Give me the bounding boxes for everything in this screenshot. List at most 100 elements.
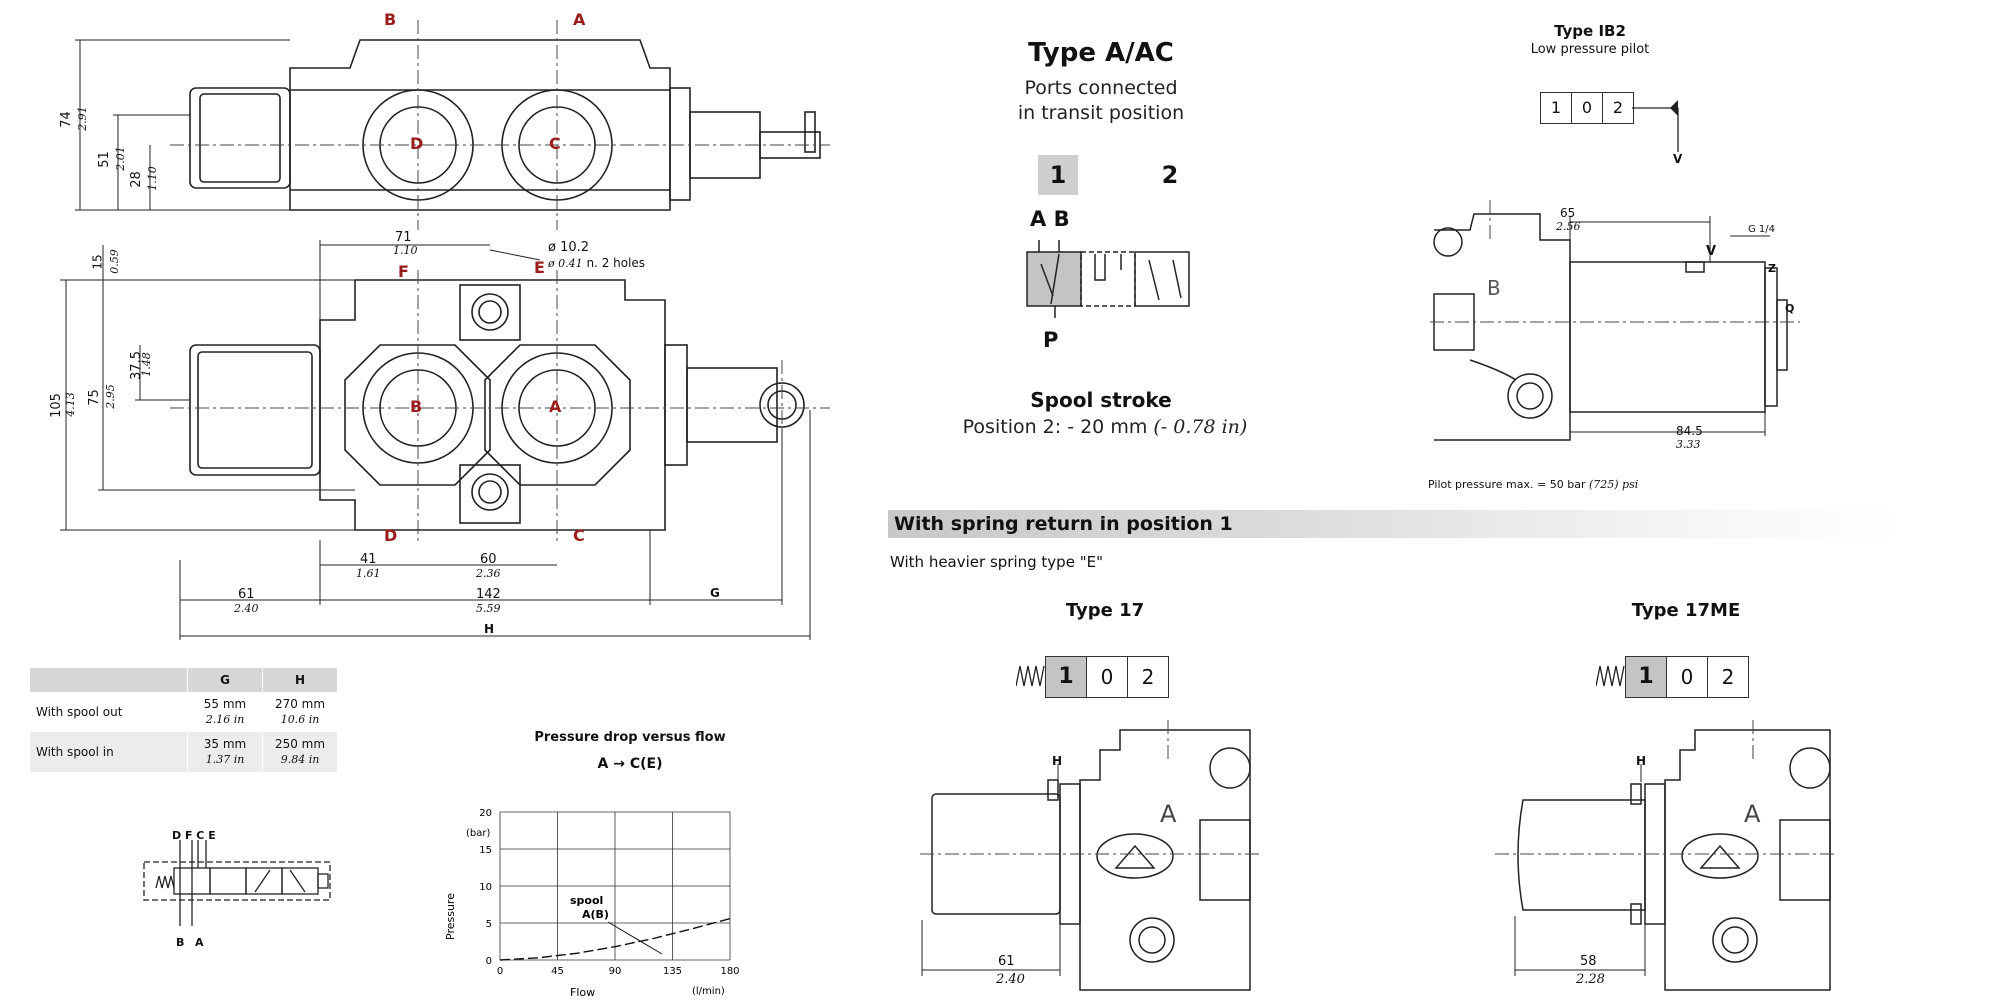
section-header-band: With spring return in position 1 [888,510,1900,538]
dim-142-in: 5.59 [476,602,501,615]
type17-title: Type 17 [1065,600,1145,621]
port-label-b-top: B [384,10,397,29]
hydraulic-schematic-small [143,840,331,926]
type-a-sub2: in transit position [1017,102,1185,124]
hole-diameter-in-value: ø 0.41 [548,257,583,270]
ib2-dim-65: 65 [1560,206,1576,220]
chart-x-unit: (l/min) [692,986,725,997]
dim-74-in: 2.91 [75,106,89,131]
type-a-port-p: P [1043,328,1059,352]
chart-x-tick: 90 [609,966,622,977]
chart-subtitle: A → C(E) [597,756,663,772]
chart-y-unit: (bar) [466,828,490,839]
cell-h-mm: 270 mm [274,697,326,711]
type-a-sub1: Ports connected [1024,77,1178,99]
type17-dim-in: 2.40 [996,972,1025,987]
dim-61: 61 [238,587,255,602]
chart-y-tick: 5 [486,919,492,930]
type17me-drawing [1495,720,1835,991]
section-note: With heavier spring type "E" [890,553,1103,571]
spool-stroke-mm: Position 2: - 20 mm [962,416,1148,438]
port-label-a-top: A [573,10,586,29]
type-a-ports-top: A B [1030,207,1070,231]
type-a-title: Type A/AC [1028,38,1174,68]
dim-15: 15 [90,254,105,270]
type17me-dim: 58 [1580,954,1597,969]
dim-g: G [710,586,720,600]
chart-annotation-2: A(B) [582,908,609,921]
ib2-pos-1: 1 [1541,93,1572,123]
type17-positions: 1 0 2 [1045,656,1169,698]
dim-60: 60 [480,552,497,567]
dim-71: 71 [395,230,412,245]
chart-x-tick: 135 [663,966,682,977]
table-header-row: G H [30,668,338,692]
port-label-f: F [398,262,409,281]
ib2-dim-65-in: 2.56 [1556,220,1581,233]
chart-y-label: Pressure [444,893,457,940]
dim-71-in: 1.10 [393,244,418,257]
spool-stroke-title: Spool stroke [1030,388,1172,412]
dim-142: 142 [476,587,501,602]
ib2-dim-84-5-in: 3.33 [1676,438,1701,451]
dim-41: 41 [360,552,377,567]
cell-h-mm: 250 mm [274,737,326,751]
port-label-d: D [384,526,398,545]
cell-h-in: 10.6 in [280,713,320,726]
dim-74: 74 [58,111,74,128]
chart-annotation-1: spool [570,894,603,907]
cell-h-in: 9.84 in [280,753,320,766]
chart-y-tick: 10 [479,882,492,893]
section-heading: With spring return in position 1 [894,513,1233,535]
chart-x-tick: 180 [720,966,739,977]
schematic-port-a: A [195,936,204,949]
port-label-a: A [549,397,562,416]
ib2-label-z: Z [1768,262,1776,275]
type17-dim: 61 [998,954,1015,969]
dim-h: H [484,622,495,636]
ib2-dim-84-5: 84.5 [1676,424,1703,438]
cell-g-in: 2.16 in [205,713,245,726]
chart-grid [499,811,731,961]
ib2-pilot-symbol [1632,100,1679,152]
spring-icon [1016,665,1045,687]
table-header-empty [30,668,188,692]
dim-61-in: 2.40 [234,602,259,615]
table-row: With spool out 55 mm 2.16 in 270 mm 10.6 i… [30,692,338,732]
ib2-pressure-note: Pilot pressure max. = 50 bar (725) psi [1428,478,1638,491]
dim-37-5-in: 1.48 [139,352,153,377]
schematic-port-b: B [176,936,185,949]
table-header-g: G [187,668,263,692]
hole-diameter-in: ø 0.41 n. 2 holes [548,256,645,270]
cell-g-mm: 55 mm [203,697,247,711]
type-a-schematic [1026,240,1190,318]
chart-x-tick: 45 [551,966,564,977]
ib2-pressure-in: (725) psi [1588,478,1639,491]
row-label: With spool out [30,692,188,732]
type17me-pos-2: 2 [1721,665,1735,689]
ib2-pos-0: 0 [1572,93,1603,123]
schematic-ports-top: D F C E [172,829,216,842]
type17-pos-1: 1 [1046,657,1087,697]
spool-stroke-in: (- 0.78 in) [1153,416,1248,438]
type17me-dim-in: 2.28 [1576,972,1605,987]
chart-x-tick: 0 [497,966,503,977]
dim-51-in: 2.01 [113,146,127,171]
type17me-port-a: A [1744,800,1761,828]
type17-pos-2: 2 [1141,665,1155,689]
chart-series-line [499,917,731,961]
hole-diameter: ø 10.2 [548,240,590,255]
type17-h: H [1052,754,1063,768]
type-a-position-1: 1 [1038,155,1078,195]
dim-15-in: 0.59 [107,249,121,274]
type-ib2-positions: 1 0 2 [1540,92,1634,124]
dim-51: 51 [96,151,112,168]
type17-port-a: A [1160,800,1177,828]
row-label: With spool in [30,732,188,772]
dim-105-in: 4.13 [63,392,77,417]
ib2-pos-2: 2 [1612,98,1624,117]
